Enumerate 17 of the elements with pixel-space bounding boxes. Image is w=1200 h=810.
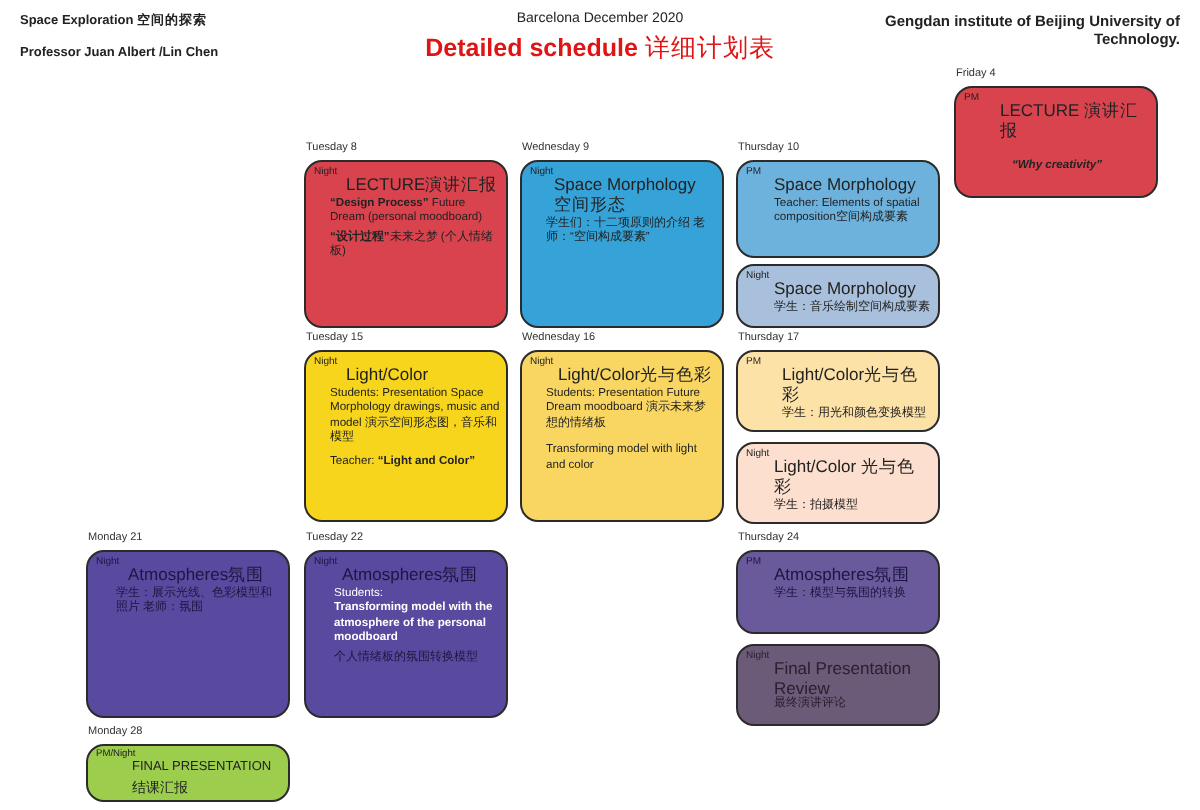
session-title: Light/Color	[346, 364, 431, 384]
session-title: Space Morphology	[774, 278, 918, 298]
session-title: Atmospheres氛围	[128, 564, 267, 584]
session-title: LECTURE演讲汇报	[346, 174, 500, 194]
session-title: Light/Color 光与色彩	[774, 456, 917, 496]
session-title: Atmospheres氛围	[774, 564, 913, 584]
session-title: Light/Color光与色彩	[558, 364, 715, 384]
session-title: Light/Color光与色彩	[782, 364, 921, 404]
schedule-card	[736, 644, 940, 726]
session-title: Space Morphology	[774, 174, 918, 194]
schedule-card	[736, 442, 940, 524]
session-title: LECTURE 演讲汇报	[1000, 100, 1141, 140]
session-title: Atmospheres氛围	[342, 564, 481, 584]
schedule-card	[736, 264, 940, 328]
session-title: Space Morphology 空间形态	[554, 174, 698, 214]
title: Detailed schedule 详细计划表	[423, 32, 777, 66]
session-title: Final Presentation Review	[774, 658, 914, 698]
